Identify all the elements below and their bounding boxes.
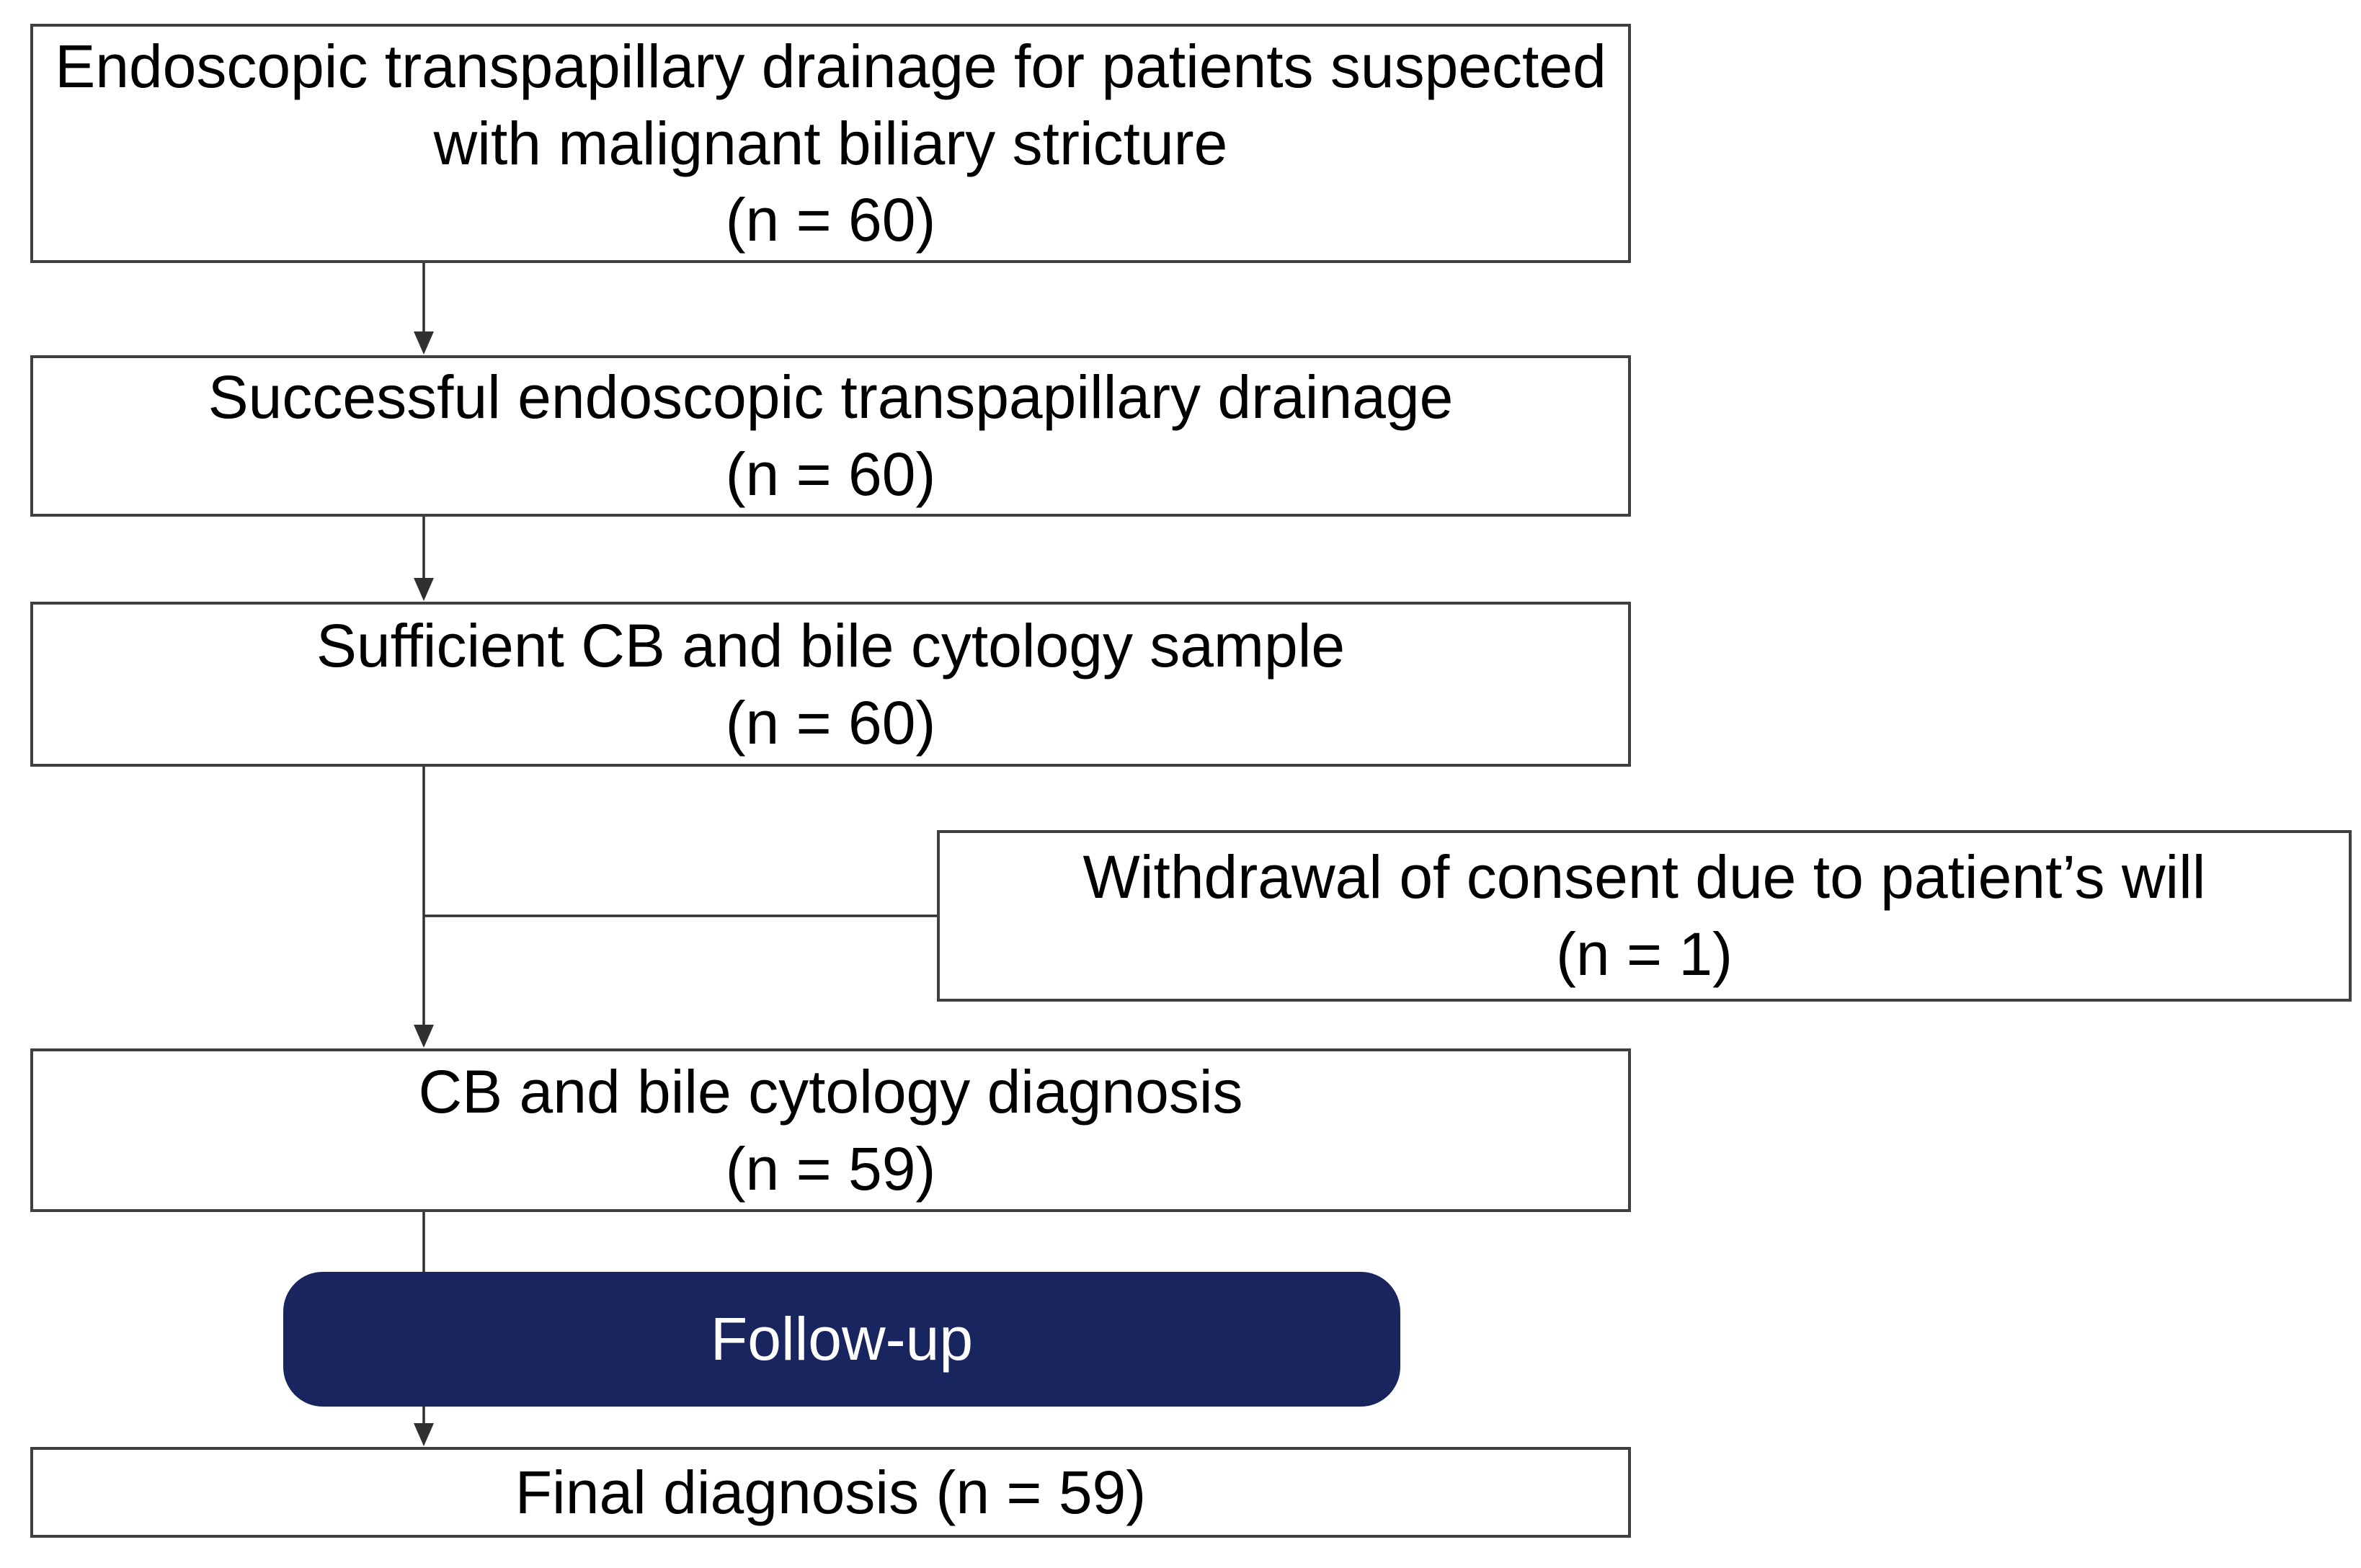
flow-box-sufficient-sample: Sufficient CB and bile cytology sample (… — [30, 602, 1631, 767]
box-text-line: Final diagnosis (n = 59) — [515, 1458, 1147, 1526]
flow-box-final-diagnosis: Final diagnosis (n = 59) — [30, 1447, 1631, 1538]
box-text-line: Follow-up — [710, 1305, 974, 1373]
flow-box-suspected-patients: Endoscopic transpapillary drainage for p… — [30, 24, 1631, 263]
box-text-line: Endoscopic transpapillary drainage for p… — [55, 32, 1606, 100]
box-count: (n = 60) — [725, 688, 936, 757]
flow-box-withdrawal-of-consent: Withdrawal of consent due to patient’s w… — [937, 830, 2352, 1002]
box-count: (n = 60) — [725, 440, 936, 508]
flow-box-cytology-diagnosis: CB and bile cytology diagnosis (n = 59) — [30, 1048, 1631, 1212]
flow-box-successful-drainage: Successful endoscopic transpapillary dra… — [30, 355, 1631, 517]
box-text-line: CB and bile cytology diagnosis — [418, 1057, 1243, 1126]
box-text-line: Successful endoscopic transpapillary dra… — [208, 363, 1454, 432]
arrowhead-successful-to-sufficient — [414, 578, 434, 601]
box-text-line: Sufficient CB and bile cytology sample — [316, 611, 1346, 680]
box-count: (n = 59) — [725, 1134, 936, 1203]
box-count: (n = 60) — [725, 186, 936, 254]
flow-band-follow-up: Follow-up — [283, 1272, 1400, 1407]
box-count: (n = 1) — [1555, 920, 1733, 988]
box-text-line: Withdrawal of consent due to patient’s w… — [1082, 843, 2206, 912]
arrowhead-sufficient-to-diagnosis — [414, 1025, 434, 1048]
arrowhead-diagnosis-to-final — [414, 1423, 434, 1446]
box-text-line: with malignant biliary stricture — [433, 109, 1228, 177]
arrowhead-suspected-to-successful — [414, 331, 434, 355]
